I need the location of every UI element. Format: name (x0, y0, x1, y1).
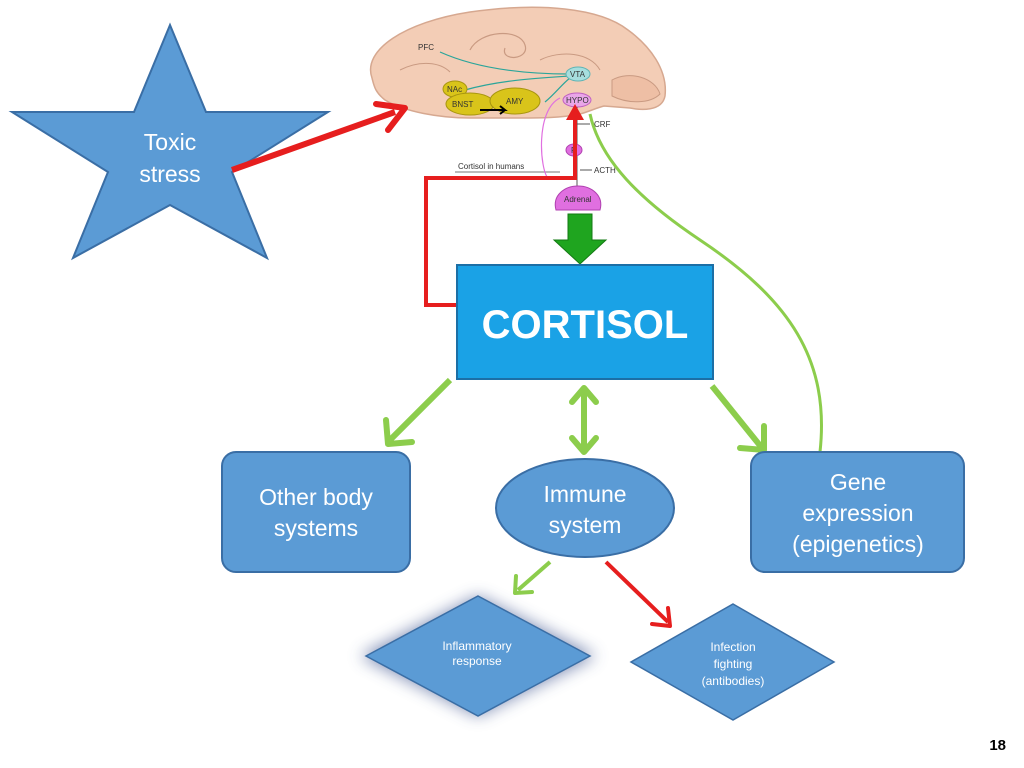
brain-fold (469, 32, 526, 58)
acth-label: ACTH (594, 166, 616, 175)
red-feedback-line (424, 118, 577, 307)
bnst-label: BNST (452, 100, 473, 109)
arrowhead-immune-down (569, 435, 599, 455)
stress-arrowhead (373, 101, 408, 133)
toxic-stress-star: Toxic stress (8, 22, 332, 261)
gene-line2: expression (802, 500, 913, 526)
inflammatory-line1: Inflammatory (442, 639, 511, 653)
infection-line3: (antibodies) (702, 674, 765, 688)
red-feedback-arrowhead (566, 104, 584, 120)
arrowhead-infection (650, 606, 672, 628)
infection-line2: fighting (714, 657, 753, 671)
nac-label: NAc (447, 85, 462, 94)
arrowhead-inflammatory (513, 574, 534, 595)
gene-expression-box: Gene expression (epigenetics) (750, 451, 965, 573)
arrowhead-gene (737, 423, 767, 453)
vta-label: VTA (570, 70, 586, 79)
gene-line1: Gene (830, 469, 886, 495)
cerebellum (611, 75, 661, 103)
adrenal-to-cortisol-arrow (552, 213, 608, 265)
pathway-line (439, 51, 571, 75)
inflammatory-response-node: Inflammatory response (360, 595, 596, 717)
arrow-to-gene (709, 384, 765, 450)
brain-illustration: PFC VTA NAc BNST AMY HYPO CRF P ACTH Cor… (369, 6, 667, 211)
brain-fold (539, 53, 601, 71)
cortisol-box: CORTISOL (456, 264, 714, 380)
other-body-line1: Other body (259, 484, 373, 510)
star-label-line2: stress (139, 161, 200, 187)
amy-label: AMY (506, 97, 524, 106)
feedback-loop (540, 97, 561, 179)
other-body-rect (221, 451, 411, 573)
infection-fighting-node: Infection fighting (antibodies) (629, 603, 836, 721)
arrow-to-infection (604, 560, 670, 624)
arrowhead-other-body (383, 417, 415, 447)
gene-rect (750, 451, 965, 573)
gene-line3: (epigenetics) (792, 531, 924, 557)
immune-line2: system (549, 512, 622, 538)
arrowhead-immune-up (569, 385, 599, 405)
gene-to-brain-curve (588, 113, 823, 453)
page-number: 18 (989, 737, 1006, 754)
black-arrow (480, 105, 508, 115)
vta-region (565, 66, 591, 82)
immune-line1: Immune (543, 481, 626, 507)
arrow-to-inflammatory (516, 560, 552, 592)
stress-to-brain-arrow (230, 109, 397, 173)
adrenal-gland (554, 185, 602, 211)
cortisol-rect (456, 264, 714, 380)
infection-line1: Infection (710, 640, 755, 654)
immune-ellipse (495, 458, 675, 558)
crf-label: CRF (594, 120, 611, 129)
pathway-line (464, 75, 571, 91)
other-body-systems-box: Other body systems (221, 451, 411, 573)
other-body-line2: systems (274, 515, 358, 541)
star-label-line1: Toxic (144, 129, 196, 155)
infection-diamond (629, 603, 836, 721)
inflammatory-line2: response (452, 654, 502, 668)
cortisol-humans-label: Cortisol in humans (458, 162, 524, 171)
pfc-label: PFC (418, 43, 434, 52)
hypo-label: HYPO (566, 96, 589, 105)
star-shape (8, 22, 332, 261)
arrow-to-other-body (387, 377, 453, 443)
pathway-line (544, 77, 571, 103)
adrenal-label: Adrenal (564, 195, 592, 204)
immune-system-node: Immune system (495, 458, 675, 558)
inflammatory-diamond (364, 595, 592, 717)
cortisol-label: CORTISOL (482, 303, 689, 347)
brain-fold (399, 63, 451, 73)
